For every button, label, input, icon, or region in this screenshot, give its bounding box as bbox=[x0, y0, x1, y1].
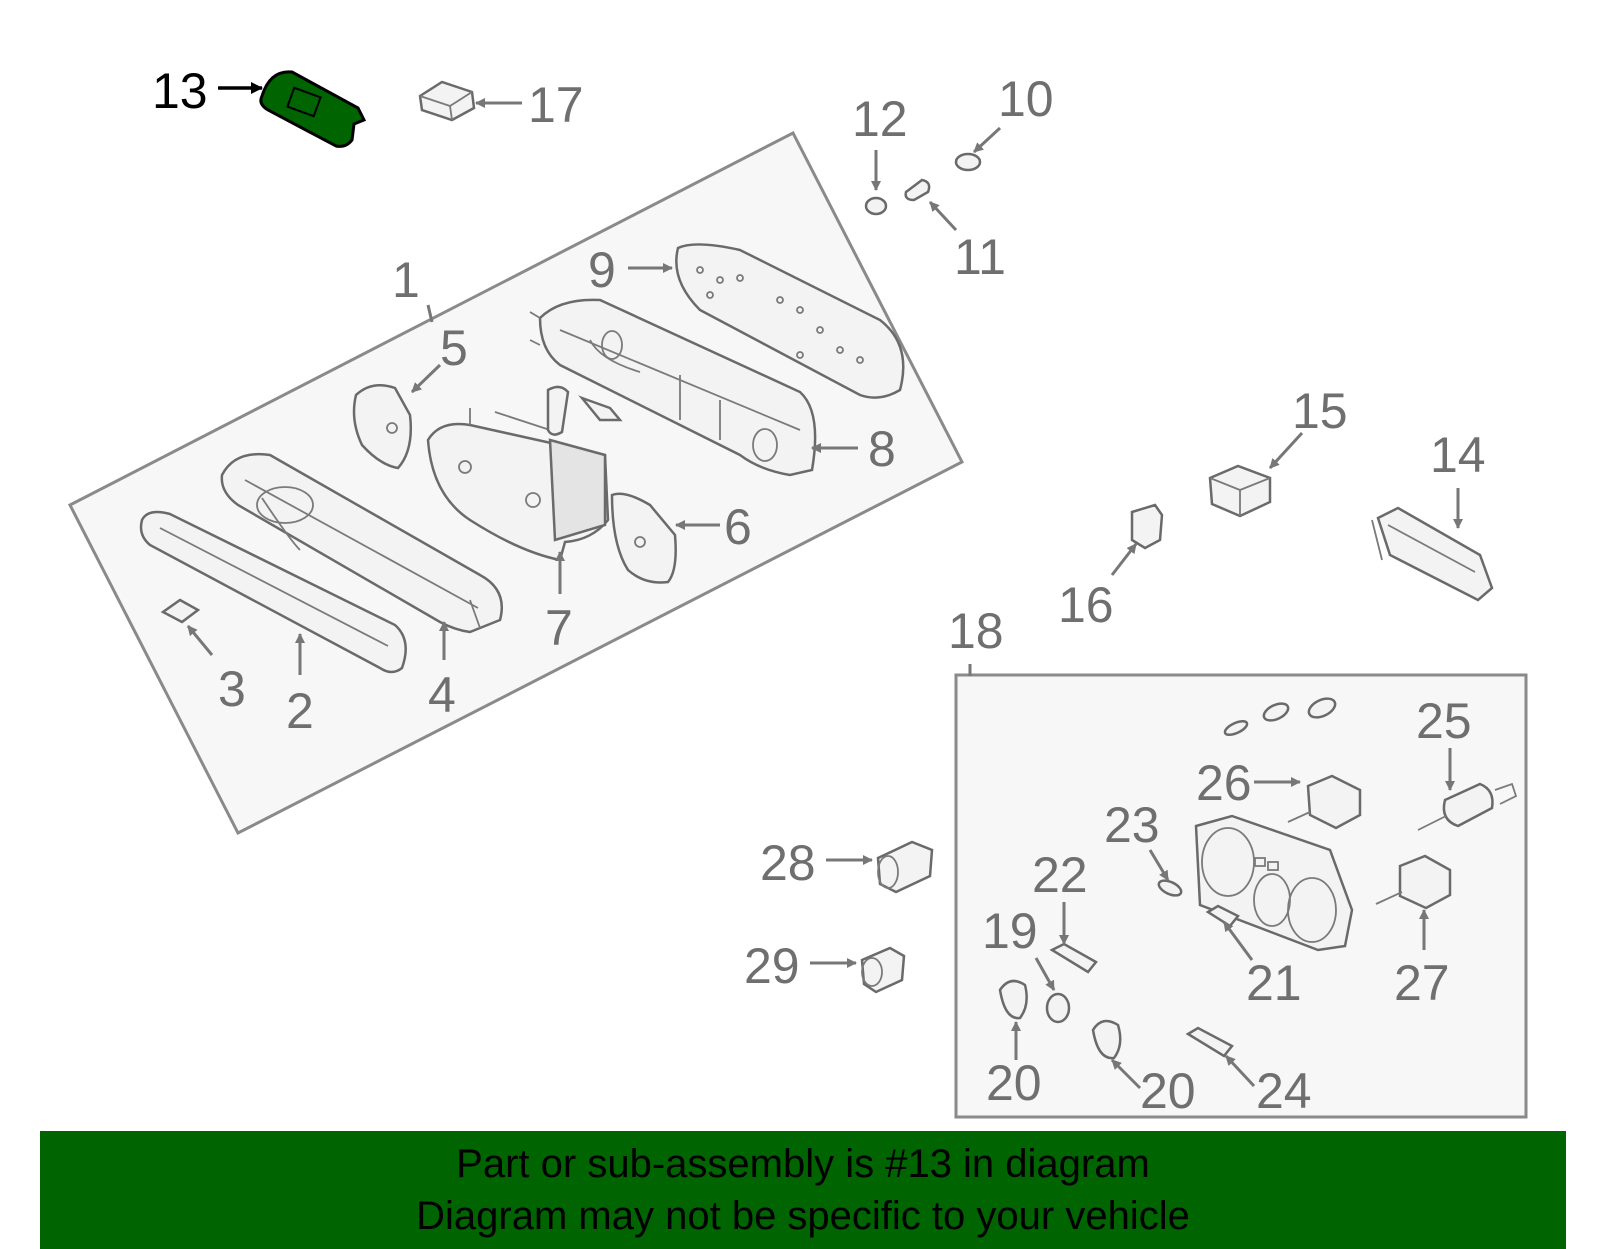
callout-7: 7 bbox=[545, 600, 573, 656]
part-13-highlighted[interactable] bbox=[259, 70, 367, 148]
callout-22: 22 bbox=[1032, 847, 1088, 903]
part-2-lens bbox=[139, 510, 407, 674]
callout-19: 19 bbox=[982, 903, 1038, 959]
callout-20a: 20 bbox=[986, 1055, 1042, 1111]
callout-25: 25 bbox=[1416, 693, 1472, 749]
callout-4: 4 bbox=[428, 667, 456, 723]
callout-9: 9 bbox=[588, 242, 616, 298]
callout-2: 2 bbox=[286, 683, 314, 739]
banner-line-disclaimer: Diagram may not be specific to your vehi… bbox=[416, 1194, 1190, 1238]
part-14-display bbox=[1371, 506, 1494, 602]
part-26-actuator bbox=[1287, 774, 1362, 830]
callout-1: 1 bbox=[392, 252, 420, 308]
part-3-clip bbox=[160, 598, 201, 624]
part-10-bulb bbox=[954, 152, 982, 172]
part-27-actuator bbox=[1375, 854, 1452, 910]
callout-18: 18 bbox=[948, 603, 1004, 659]
part-7-gauge-face bbox=[426, 408, 610, 562]
part-21-button bbox=[1205, 904, 1240, 928]
part-29-socket bbox=[860, 946, 906, 994]
part-5-gauge bbox=[352, 383, 412, 470]
callout-5: 5 bbox=[440, 320, 468, 376]
part-4-hood bbox=[220, 452, 503, 634]
part-24-button bbox=[1185, 1026, 1234, 1058]
callout-1-leader bbox=[426, 304, 434, 323]
callout-11: 11 bbox=[954, 229, 1006, 285]
part-16-switch bbox=[1130, 503, 1164, 550]
climate-bulbs bbox=[1223, 697, 1337, 737]
part-8-case bbox=[529, 298, 817, 477]
callout-14: 14 bbox=[1430, 427, 1486, 483]
part-12-bulb bbox=[864, 196, 888, 216]
part-6-gauge bbox=[610, 492, 677, 584]
callout-labels: 13 17 12 10 11 1 9 5 8 6 7 4 2 3 15 14 1… bbox=[152, 63, 1486, 1119]
part-19-knob bbox=[1045, 992, 1071, 1024]
callout-21: 21 bbox=[1246, 955, 1302, 1011]
part-20a-knob bbox=[998, 979, 1028, 1020]
part-9-circuit-board bbox=[675, 243, 905, 399]
callout-23: 23 bbox=[1104, 797, 1160, 853]
part-11-socket bbox=[904, 178, 931, 202]
callout-28: 28 bbox=[760, 835, 816, 891]
callout-15: 15 bbox=[1292, 383, 1348, 439]
callout-8: 8 bbox=[868, 421, 896, 477]
part-22-button bbox=[1049, 942, 1098, 974]
callout-12: 12 bbox=[852, 91, 908, 147]
part-15-switch bbox=[1208, 464, 1272, 518]
callout-29: 29 bbox=[744, 938, 800, 994]
part-23-button bbox=[1157, 879, 1183, 897]
part-17-connector bbox=[418, 80, 476, 122]
banner-line-part-number: Part or sub-assembly is #13 in diagram bbox=[456, 1142, 1150, 1186]
callout-24: 24 bbox=[1256, 1063, 1312, 1119]
part-20b-knob bbox=[1091, 1019, 1122, 1060]
callout-26: 26 bbox=[1196, 755, 1252, 811]
callout-13: 13 bbox=[152, 63, 208, 119]
callout-6: 6 bbox=[724, 499, 752, 555]
callout-20b: 20 bbox=[1140, 1063, 1196, 1119]
info-banner: Part or sub-assembly is #13 in diagram D… bbox=[40, 1131, 1566, 1249]
part-25-motor bbox=[1417, 782, 1518, 831]
callout-16: 16 bbox=[1058, 577, 1114, 633]
callout-10: 10 bbox=[998, 71, 1054, 127]
callout-17: 17 bbox=[528, 77, 584, 133]
leader-arrows bbox=[186, 82, 1463, 1090]
callout-3: 3 bbox=[218, 661, 246, 717]
part-28-socket bbox=[876, 840, 934, 894]
small-gauge-parts bbox=[546, 385, 623, 436]
callout-27: 27 bbox=[1394, 955, 1450, 1011]
